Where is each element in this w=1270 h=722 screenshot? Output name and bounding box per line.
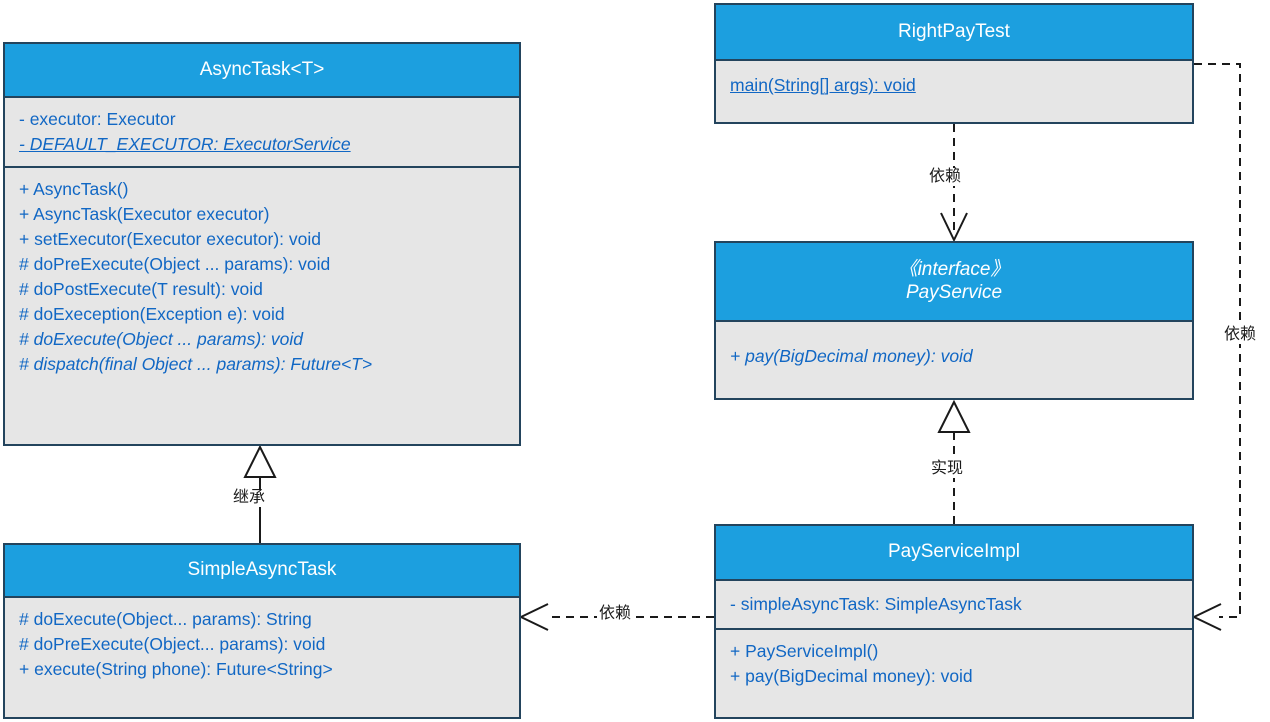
edge-label-dependency-test-service: 依赖 [927,168,964,186]
class-name-pay-service-impl: PayServiceImpl [888,541,1020,563]
class-box-pay-service[interactable]: 《interface》 PayService + pay(BigDecimal … [714,241,1194,400]
edge-realization-arrowhead [937,399,971,433]
class-name-right-pay-test: RightPayTest [898,20,1010,42]
class-header-simple-async-task: SimpleAsyncTask [5,545,519,598]
attribute-row: - executor: Executor [19,109,176,129]
attribute-row: - simpleAsyncTask: SimpleAsyncTask [730,594,1022,614]
edge-dependency-test-impl-arrowhead [1191,603,1222,631]
method-row: + PayServiceImpl() [730,641,879,661]
method-row: # doPreExecute(Object ... params): void [19,254,331,274]
class-header-async-task: AsyncTask<T> [5,44,519,98]
class-name-async-task: AsyncTask<T> [199,58,325,80]
method-row: + AsyncTask() [19,179,129,199]
class-header-pay-service: 《interface》 PayService [716,243,1192,322]
method-row: # doExecute(Object ... params): void [19,329,304,349]
edge-dependency-test-service-arrowhead [940,212,968,243]
method-row: # doPostExecute(T result): void [19,279,263,299]
attribute-row: - DEFAULT_EXECUTOR: ExecutorService [19,134,351,154]
methods-compartment-simple-async-task: # doExecute(Object... params): String # … [5,598,519,691]
class-box-pay-service-impl[interactable]: PayServiceImpl - simpleAsyncTask: Simple… [714,524,1194,719]
class-box-simple-async-task[interactable]: SimpleAsyncTask # doExecute(Object... pa… [3,543,521,719]
method-row: main(String[] args): void [730,75,916,95]
method-row: # doExeception(Exception e): void [19,304,285,324]
edge-inheritance-arrowhead [243,444,277,478]
edge-dependency-impl-simple-arrowhead [518,603,549,631]
methods-compartment-pay-service: + pay(BigDecimal money): void [716,322,1192,378]
methods-compartment-async-task: + AsyncTask() + AsyncTask(Executor execu… [5,166,519,386]
method-row: + pay(BigDecimal money): void [730,666,973,686]
class-name-pay-service: PayService [905,281,1003,303]
edge-label-realization: 实现 [929,460,966,478]
method-row: + execute(String phone): Future<String> [19,659,333,679]
class-box-right-pay-test[interactable]: RightPayTest main(String[] args): void [714,3,1194,124]
method-row: + setExecutor(Executor executor): void [19,229,322,249]
edge-label-inheritance: 继承 [231,489,268,507]
class-header-pay-service-impl: PayServiceImpl [716,526,1192,581]
method-row: + AsyncTask(Executor executor) [19,204,270,224]
edge-label-dependency-impl-simple: 依赖 [597,605,634,623]
attributes-compartment-pay-service-impl: - simpleAsyncTask: SimpleAsyncTask [716,581,1192,628]
edge-label-dependency-test-impl: 依赖 [1222,326,1259,344]
class-name-simple-async-task: SimpleAsyncTask [187,559,337,581]
stereotype-interface: 《interface》 [898,259,1010,281]
class-header-right-pay-test: RightPayTest [716,5,1192,61]
method-row: # doPreExecute(Object... params): void [19,634,326,654]
methods-compartment-right-pay-test: main(String[] args): void [716,61,1192,107]
class-box-async-task[interactable]: AsyncTask<T> - executor: Executor - DEFA… [3,42,521,446]
methods-compartment-pay-service-impl: + PayServiceImpl() + pay(BigDecimal mone… [716,628,1192,698]
method-row: # doExecute(Object... params): String [19,609,312,629]
attributes-compartment-async-task: - executor: Executor - DEFAULT_EXECUTOR:… [5,98,519,166]
method-row: # dispatch(final Object ... params): Fut… [19,354,373,374]
method-row: + pay(BigDecimal money): void [730,346,973,366]
